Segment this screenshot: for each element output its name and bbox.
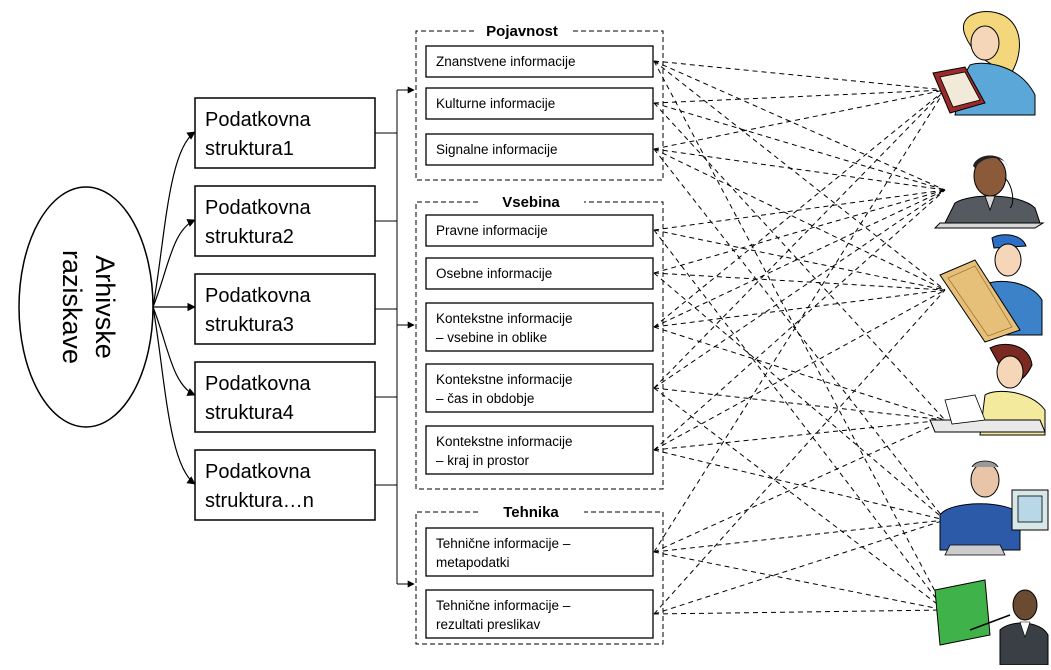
- user-link-line: [653, 387, 946, 421]
- user-links: [653, 60, 946, 615]
- info-box-kontekstne-cas: Kontekstne informacije – čas in obdobje: [425, 363, 654, 413]
- computer-user-icon: [939, 460, 1049, 556]
- user-link-line: [653, 60, 946, 291]
- info-label-line2: – čas in obdobje: [436, 391, 534, 406]
- user-link-line: [653, 229, 946, 611]
- user-link-line: [653, 189, 946, 231]
- user-link-line: [653, 89, 946, 104]
- info-groups: [415, 30, 664, 645]
- user-link-line: [653, 102, 946, 191]
- structure-box-4: Podatkovna struktura4: [194, 361, 376, 433]
- group-title-tehnika: Tehnika: [503, 504, 559, 521]
- structure-label-line2: struktura2: [205, 226, 294, 248]
- info-label-line2: rezultati preslikav: [436, 617, 541, 632]
- user-link-line: [653, 89, 946, 150]
- user-link-line: [653, 102, 946, 421]
- user-link-line: [653, 272, 946, 521]
- info-box-kontekstne-vsebine: Kontekstne informacije – vsebine in obli…: [425, 302, 654, 352]
- user-link-line: [653, 419, 946, 451]
- structure-box-2: Podatkovna struktura2: [194, 185, 376, 257]
- structure-box-1: Podatkovna struktura1: [194, 97, 376, 169]
- user-link-line: [653, 89, 946, 328]
- structure-label-line2: struktura4: [205, 402, 294, 424]
- structure-label-line1: Podatkovna: [205, 197, 312, 219]
- user-link-line: [653, 551, 946, 611]
- root-label-line1: Arhivske: [90, 255, 120, 359]
- info-label-line1: Tehnične informacije –: [436, 536, 571, 551]
- reading-woman-icon: [932, 11, 1036, 116]
- user-link-line: [653, 189, 946, 328]
- user-link-line: [653, 289, 946, 328]
- info-box-tehnicne-preslikave: Tehnične informacije – rezultati preslik…: [425, 589, 654, 639]
- info-box-kulturne: Kulturne informacije: [425, 87, 654, 120]
- user-link-line: [653, 189, 946, 389]
- info-label-line1: Kontekstne informacije: [436, 434, 573, 449]
- info-box-tehnicne-metapodatki: Tehnične informacije – metapodatki: [425, 527, 654, 577]
- info-label-line1: Kulturne informacije: [436, 96, 555, 111]
- info-label-line1: Signalne informacije: [436, 142, 558, 157]
- user-link-line: [653, 419, 946, 553]
- group-frame-tehnika: [415, 511, 664, 645]
- structure-label-line1: Podatkovna: [205, 109, 312, 131]
- structure-box-3: Podatkovna struktura3: [194, 273, 376, 345]
- root-label-line2: raziskave: [57, 250, 87, 364]
- info-box-signalne: Signalne informacije: [425, 133, 654, 166]
- structure-label-line1: Podatkovna: [205, 373, 312, 395]
- structures: Podatkovna struktura1 Podatkovna struktu…: [194, 97, 376, 521]
- users: [929, 11, 1049, 666]
- structure-label-line2: struktura1: [205, 138, 294, 160]
- info-label-line1: Kontekstne informacije: [436, 311, 573, 326]
- user-link-line: [653, 387, 946, 611]
- user-link-line: [653, 189, 946, 451]
- info-label-line1: Kontekstne informacije: [436, 372, 573, 387]
- structure-label-line1: Podatkovna: [205, 285, 312, 307]
- user-link-line: [653, 326, 946, 421]
- user-link-line: [653, 189, 946, 274]
- user-link-line: [653, 289, 946, 451]
- user-link-line: [653, 148, 946, 521]
- group-title-pojavnost: Pojavnost: [486, 23, 558, 40]
- user-link-line: [653, 519, 946, 615]
- user-link-line: [653, 60, 946, 91]
- writing-woman-icon: [929, 343, 1046, 436]
- info-items: Znanstvene informacije Kulturne informac…: [425, 45, 654, 639]
- structure-box-5: Podatkovna struktura…n: [194, 449, 376, 521]
- thinking-businessman-icon: [933, 155, 1045, 229]
- info-label-line1: Pravne informacije: [436, 223, 548, 238]
- group-frame-vsebina: [415, 201, 664, 490]
- user-link-line: [653, 449, 946, 521]
- worker-with-plan-icon: [939, 234, 1043, 343]
- user-link-line: [653, 609, 946, 615]
- user-link-line: [653, 272, 946, 291]
- info-label-line1: Tehnične informacije –: [436, 598, 571, 613]
- user-link-line: [653, 289, 946, 615]
- info-box-osebne: Osebne informacije: [425, 257, 654, 290]
- root-arrows: [152, 131, 196, 485]
- info-box-pravne: Pravne informacije: [425, 214, 654, 247]
- info-label-line1: Osebne informacije: [436, 266, 552, 281]
- structure-label-line1: Podatkovna: [205, 461, 312, 483]
- structure-label-line2: struktura…n: [205, 490, 314, 512]
- user-link-line: [653, 519, 946, 553]
- root-node: Arhivske raziskave: [18, 186, 154, 428]
- info-label-line2: – kraj in prostor: [436, 453, 530, 468]
- user-link-line: [653, 89, 946, 553]
- structure-connectors: [375, 86, 415, 588]
- user-link-line: [653, 229, 946, 291]
- structure-label-line2: struktura3: [205, 314, 294, 336]
- info-label-line2: metapodatki: [436, 555, 510, 570]
- group-title-vsebina: Vsebina: [502, 194, 560, 211]
- info-box-znanstvene: Znanstvene informacije: [425, 45, 654, 78]
- user-link-line: [653, 148, 946, 191]
- presenter-icon: [934, 579, 1049, 666]
- user-link-line: [653, 89, 946, 389]
- user-link-line: [653, 60, 946, 191]
- info-label-line1: Znanstvene informacije: [436, 54, 576, 69]
- group-frame-pojavnost: [415, 30, 664, 181]
- info-label-line2: – vsebine in oblike: [436, 330, 547, 345]
- user-link-line: [653, 60, 946, 611]
- info-box-kontekstne-kraj: Kontekstne informacije – kraj in prostor: [425, 425, 654, 475]
